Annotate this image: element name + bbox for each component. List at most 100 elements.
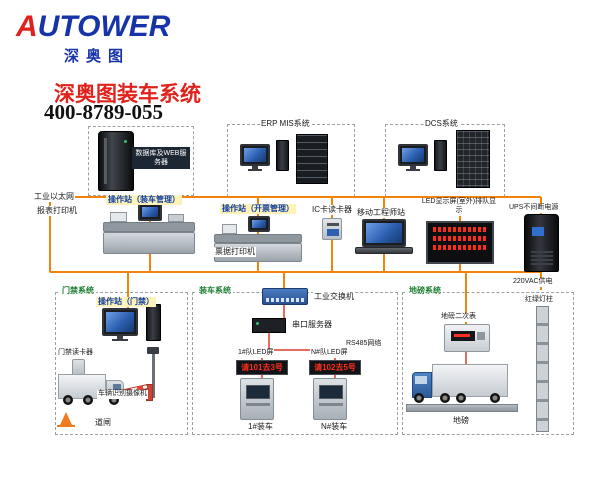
led-dot-row [433, 227, 487, 232]
access-monitor-base [112, 339, 128, 341]
serial-led [256, 322, 259, 325]
ic-card-reader-device [322, 218, 342, 240]
indicator-buttons [477, 332, 485, 340]
serial-server-label: 串口服务器 [291, 320, 333, 330]
logo-letters-rest: UTOWER [37, 10, 171, 43]
logo: AUTOWER 深奥图 [16, 12, 170, 66]
weigh-system-label: 地磅系统 [407, 286, 443, 296]
kiosk-panel [246, 403, 270, 406]
kiosk-screen [246, 385, 270, 399]
dcs-monitor-base [406, 169, 420, 171]
ws-ticket-label: 操作站（开票管理） [220, 204, 296, 214]
switch-ports [266, 298, 304, 302]
queue-led-n: 请102去5号 [309, 360, 361, 375]
truck-wheel [490, 393, 500, 403]
erp-monitor-screen [244, 148, 266, 162]
ws-ticket-desk-top [214, 234, 302, 243]
led-dot-row [433, 236, 487, 241]
laptop-base [355, 247, 413, 254]
ws-loading-printer [110, 212, 127, 222]
ticket-printer-label: 票据打印机 [214, 247, 256, 257]
erp-monitor-stand [252, 166, 258, 169]
logo-letter-a: A [16, 10, 38, 43]
traffic-cone-base [57, 425, 75, 427]
loading-kiosk-n [313, 378, 347, 420]
truck-wheel [456, 393, 466, 403]
dcs-system-label: DCS系统 [424, 119, 459, 129]
access-pc-tower [146, 304, 161, 341]
camera-pole [152, 352, 155, 398]
erp-server-rack [296, 134, 328, 184]
loading-bay-n-label: N#装车 [320, 422, 349, 432]
logo-text: AUTOWER [16, 12, 170, 42]
camera-icon [147, 347, 159, 354]
ups-tower [524, 214, 559, 272]
queue-led-1: 请101去3号 [236, 360, 288, 375]
ws-loading-monitor [138, 203, 162, 221]
industrial-switch [262, 288, 308, 305]
loading-bay-1-label: 1#装车 [247, 422, 274, 432]
ws-ticket-screen [252, 220, 266, 228]
rs485-label: RS485网络 [345, 340, 383, 349]
indicator-digits [454, 334, 470, 337]
ups-screen [532, 227, 544, 236]
ethernet-wires [49, 196, 542, 324]
page-title: 深奥图装车系统 [54, 83, 201, 106]
weigh-truck-cab [412, 372, 432, 398]
indicator-display [451, 331, 475, 341]
ups-label: UPS不间断电源 [508, 204, 560, 213]
camera-label: 车辆识别摄像机 [97, 390, 148, 399]
weighbridge-label: 地磅 [452, 416, 470, 426]
weigh-truck-window [415, 376, 427, 384]
weigh-meter-label: 地磅二次表 [440, 313, 477, 322]
truck-wheel [109, 395, 119, 405]
weigh-group-box [402, 292, 574, 435]
dcs-monitor [398, 144, 428, 166]
access-ws-label: 操作站（门禁） [96, 297, 156, 307]
access-reader-label: 门禁读卡器 [57, 349, 94, 358]
ws-loading-label: 操作站（装车管理） [106, 195, 182, 205]
ic-reader-slot [327, 223, 339, 226]
power-label: 220VAC供电 [512, 278, 554, 287]
laptop-display [366, 223, 402, 243]
access-monitor-screen [106, 312, 134, 332]
loading-system-label: 装车系统 [197, 286, 233, 296]
ic-reader-screen [327, 229, 339, 236]
access-monitor-stand [117, 336, 123, 339]
outdoor-led-display [426, 221, 494, 264]
truck-wheel [83, 395, 93, 405]
access-monitor [102, 308, 138, 336]
ups-vents [531, 251, 553, 265]
weigh-indicator-device [444, 324, 490, 352]
barrier-label: 道闸 [94, 418, 112, 428]
switch-label: 工业交换机 [313, 292, 355, 302]
server-slot [104, 138, 107, 184]
weighbridge-platform [406, 404, 518, 412]
logo-subtext: 深奥图 [64, 48, 131, 65]
access-group-box [55, 292, 188, 435]
loading-kiosk-1 [240, 378, 274, 420]
dcs-pc-tower [434, 140, 447, 171]
report-printer-label: 报表打印机 [36, 206, 78, 216]
truck-wheel [440, 393, 450, 403]
laptop-screen [362, 219, 406, 247]
db-server-tower [98, 131, 134, 191]
serial-server-device [252, 318, 286, 333]
ws-loading-screen [142, 207, 158, 217]
erp-pc-tower [276, 140, 289, 171]
dcs-monitor-screen [402, 148, 424, 162]
ws-loading-desk [103, 232, 195, 254]
signal-pole [536, 306, 549, 432]
truck-wheel [63, 395, 73, 405]
server-led [124, 140, 127, 143]
ws-ticket-monitor [248, 216, 270, 232]
erp-monitor [240, 144, 270, 166]
truck-wheel [414, 393, 424, 403]
weigh-truck-trailer [432, 364, 508, 397]
mobile-station-label: 移动工程师站 [356, 208, 406, 218]
erp-monitor-base [248, 169, 262, 171]
access-truck-window [113, 384, 121, 391]
access-system-label: 门禁系统 [60, 286, 96, 296]
